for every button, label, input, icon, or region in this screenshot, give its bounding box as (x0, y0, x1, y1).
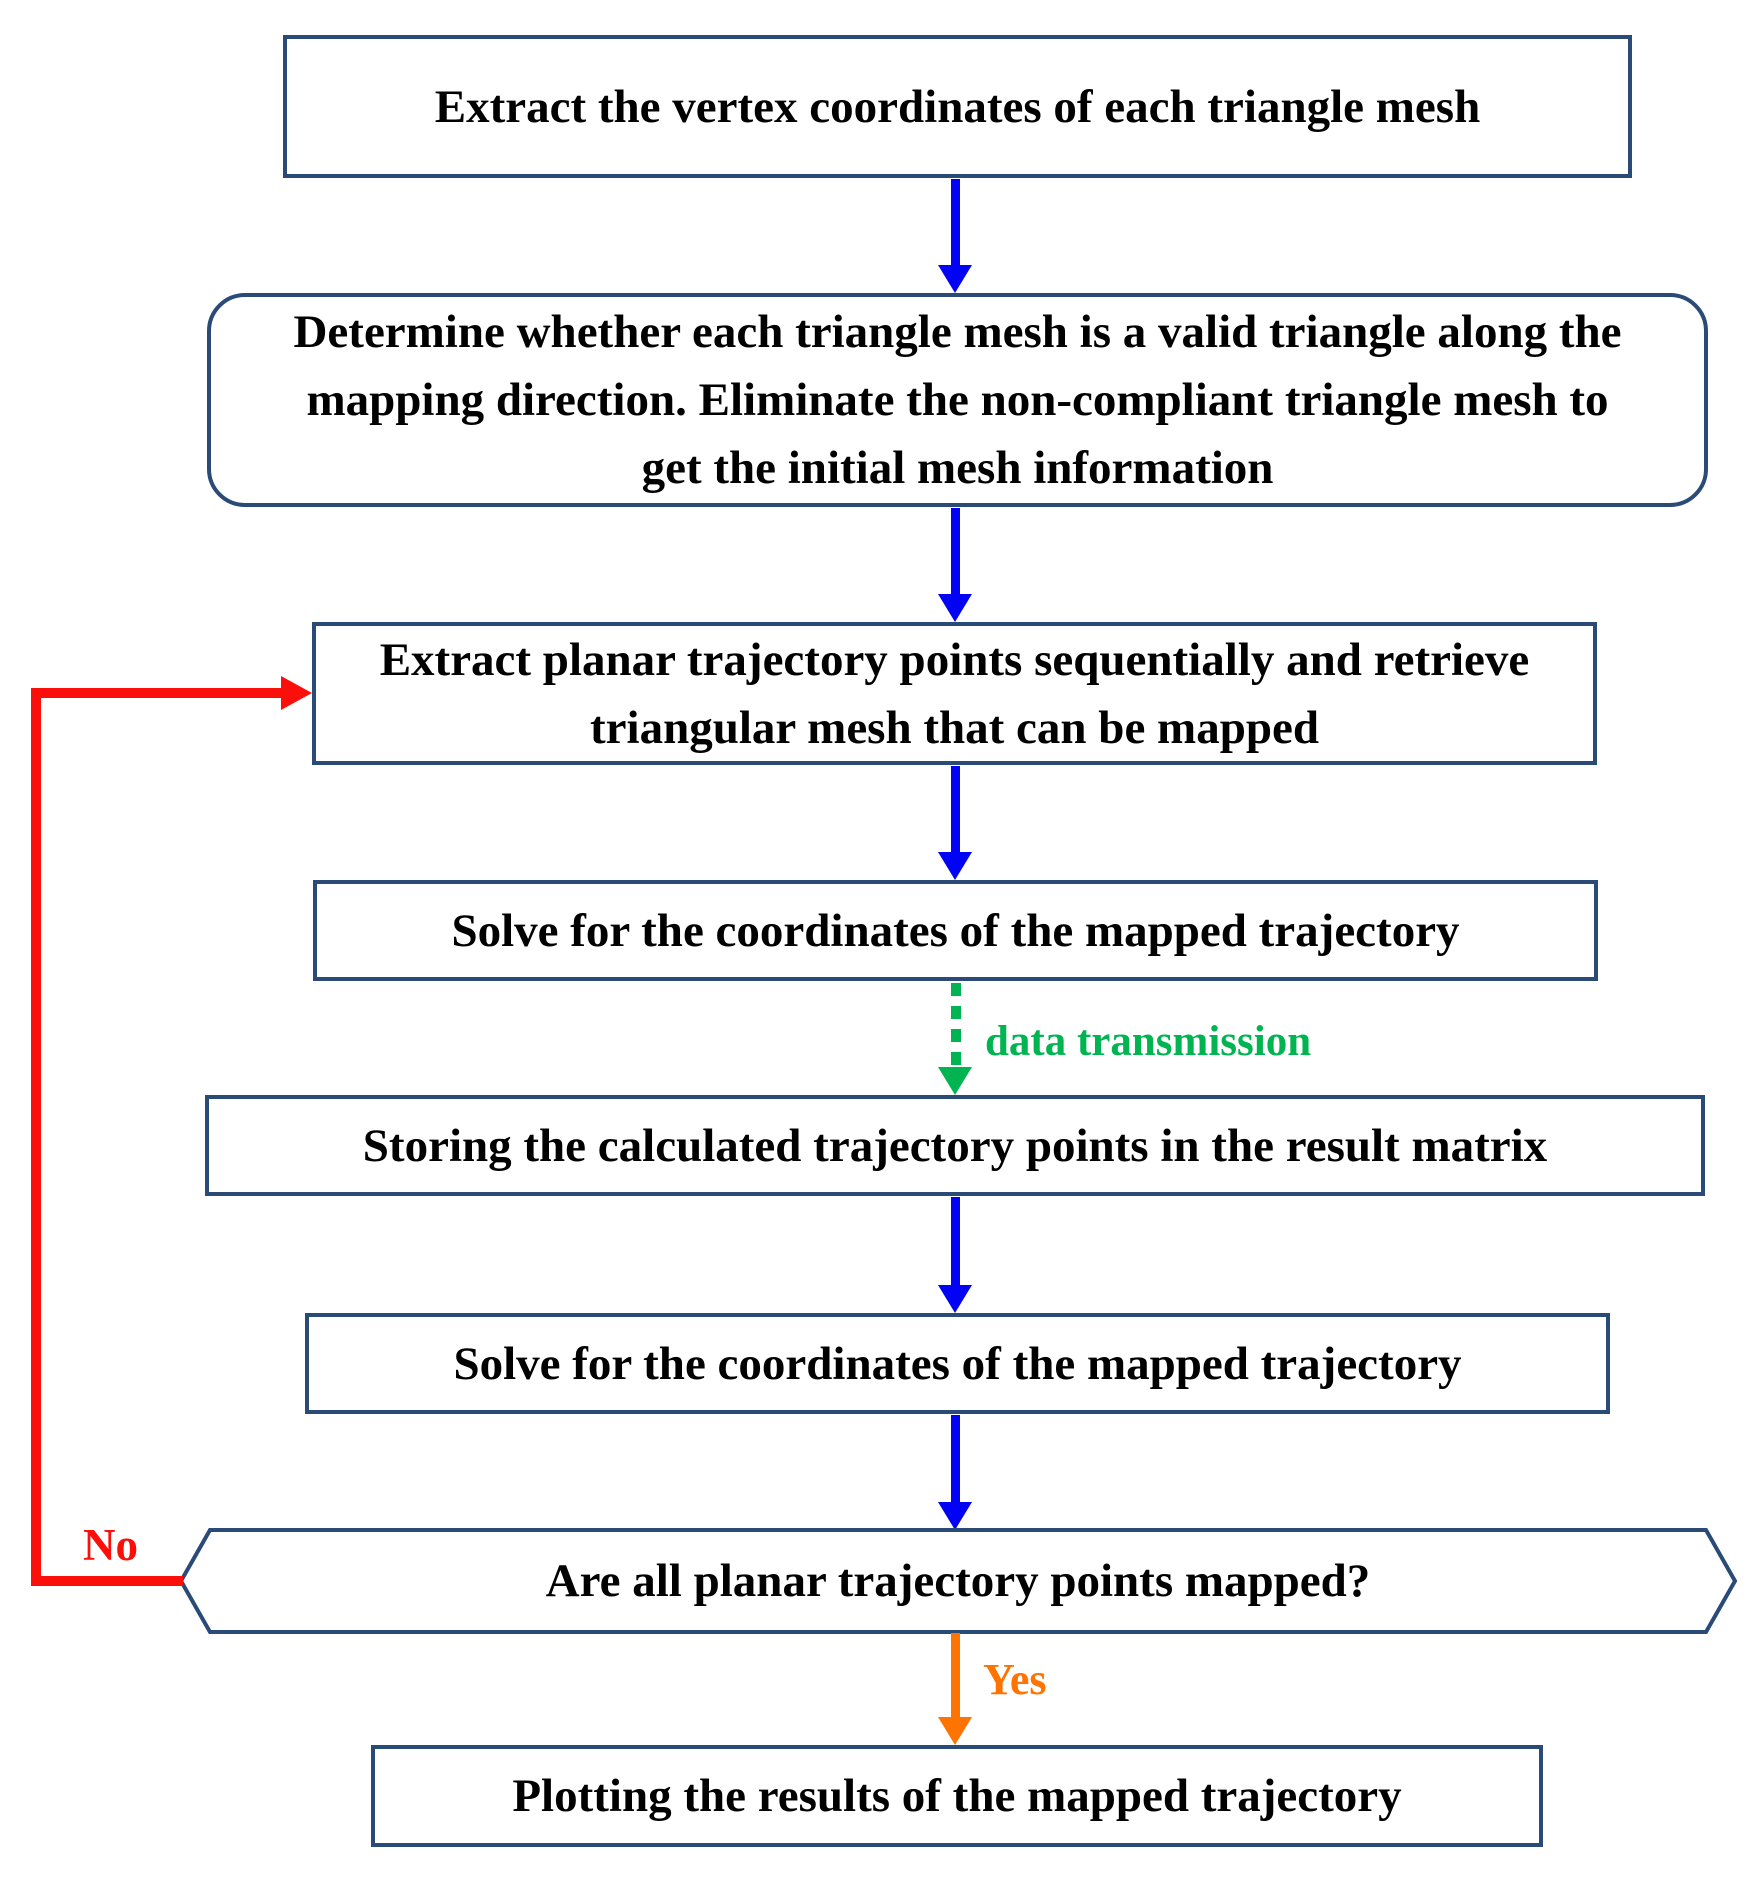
flow-step-extract-vertex: Extract the vertex coordinates of each t… (283, 35, 1632, 178)
flow-step-extract-planar-label: Extract planar trajectory points sequent… (379, 633, 1530, 754)
label-yes: Yes (983, 1655, 1047, 1704)
arrow-shaft (951, 1415, 960, 1506)
flow-step-storing-points-label: Storing the calculated trajectory points… (362, 1119, 1548, 1172)
arrowhead-down-icon (938, 1717, 972, 1745)
no-loop-bottom-segment (31, 1576, 183, 1586)
flow-step-solve-coordinates-1-label: Solve for the coordinates of the mapped … (451, 904, 1460, 957)
flow-step-extract-vertex-label: Extract the vertex coordinates of each t… (434, 80, 1481, 133)
decision-hexagon: Are all planar trajectory points mapped? (178, 1528, 1738, 1634)
flow-step-solve-coordinates-2-label: Solve for the coordinates of the mapped … (453, 1337, 1462, 1390)
arrow-down-5 (938, 1415, 972, 1530)
label-no: No (83, 1520, 138, 1570)
arrow-shaft (951, 508, 960, 598)
arrowhead-down-icon (938, 1502, 972, 1530)
arrow-down-4 (938, 1197, 972, 1313)
no-loop-vertical-segment (31, 688, 41, 1586)
arrow-down-1 (938, 179, 972, 293)
arrow-down-2 (938, 508, 972, 622)
arrowhead-down-icon (938, 1067, 972, 1095)
arrowhead-down-icon (938, 265, 972, 293)
no-loop-top-segment (31, 688, 283, 698)
flow-step-storing-points: Storing the calculated trajectory points… (205, 1095, 1705, 1196)
decision-label: Are all planar trajectory points mapped? (545, 1555, 1371, 1607)
arrowhead-right-icon (281, 676, 312, 710)
flow-step-extract-planar: Extract planar trajectory points sequent… (312, 622, 1597, 765)
arrow-shaft (951, 179, 960, 269)
arrow-down-3 (938, 766, 972, 880)
arrowhead-down-icon (938, 852, 972, 880)
arrow-dashed-shaft (951, 983, 961, 1071)
decision-hexagon-shape (178, 1528, 1738, 1634)
arrow-yes (938, 1633, 972, 1745)
arrowhead-down-icon (938, 594, 972, 622)
arrow-shaft (951, 766, 960, 856)
flow-step-determine-valid-label: Determine whether each triangle mesh is … (293, 306, 1622, 494)
flow-step-determine-valid: Determine whether each triangle mesh is … (207, 293, 1708, 507)
flow-step-solve-coordinates-1: Solve for the coordinates of the mapped … (313, 880, 1598, 981)
label-data-transmission: data transmission (985, 1018, 1312, 1065)
arrowhead-down-icon (938, 1285, 972, 1313)
flow-step-solve-coordinates-2: Solve for the coordinates of the mapped … (305, 1313, 1610, 1414)
arrow-data-transmission (938, 983, 972, 1095)
flow-step-plotting-label: Plotting the results of the mapped traje… (512, 1770, 1402, 1822)
flow-step-plotting: Plotting the results of the mapped traje… (371, 1745, 1543, 1847)
decision-hexagon-outline (178, 1528, 1738, 1634)
arrow-shaft (951, 1197, 960, 1289)
arrow-shaft (951, 1633, 960, 1721)
